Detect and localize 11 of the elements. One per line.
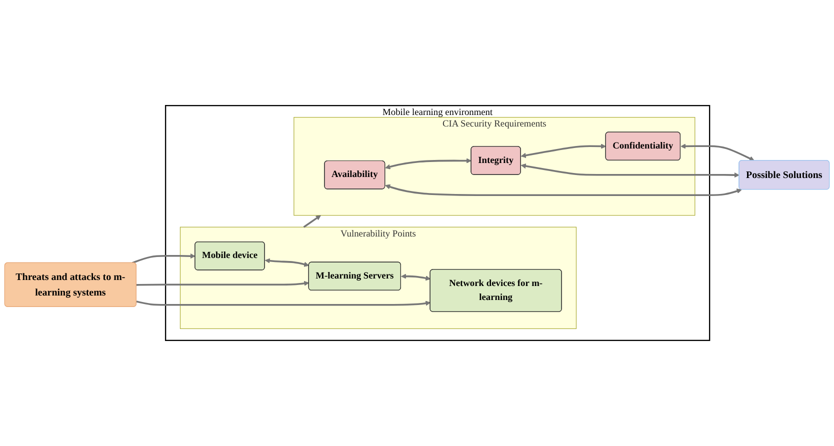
arrow — [303, 215, 321, 228]
arrow — [520, 144, 606, 158]
arrow — [132, 254, 196, 264]
arrow — [385, 158, 472, 170]
arrow — [520, 164, 740, 178]
arrow — [264, 258, 310, 267]
arrow — [385, 184, 742, 196]
arrow — [680, 144, 754, 161]
arrow — [136, 280, 310, 286]
arrow — [136, 300, 431, 306]
arrow — [401, 274, 431, 281]
